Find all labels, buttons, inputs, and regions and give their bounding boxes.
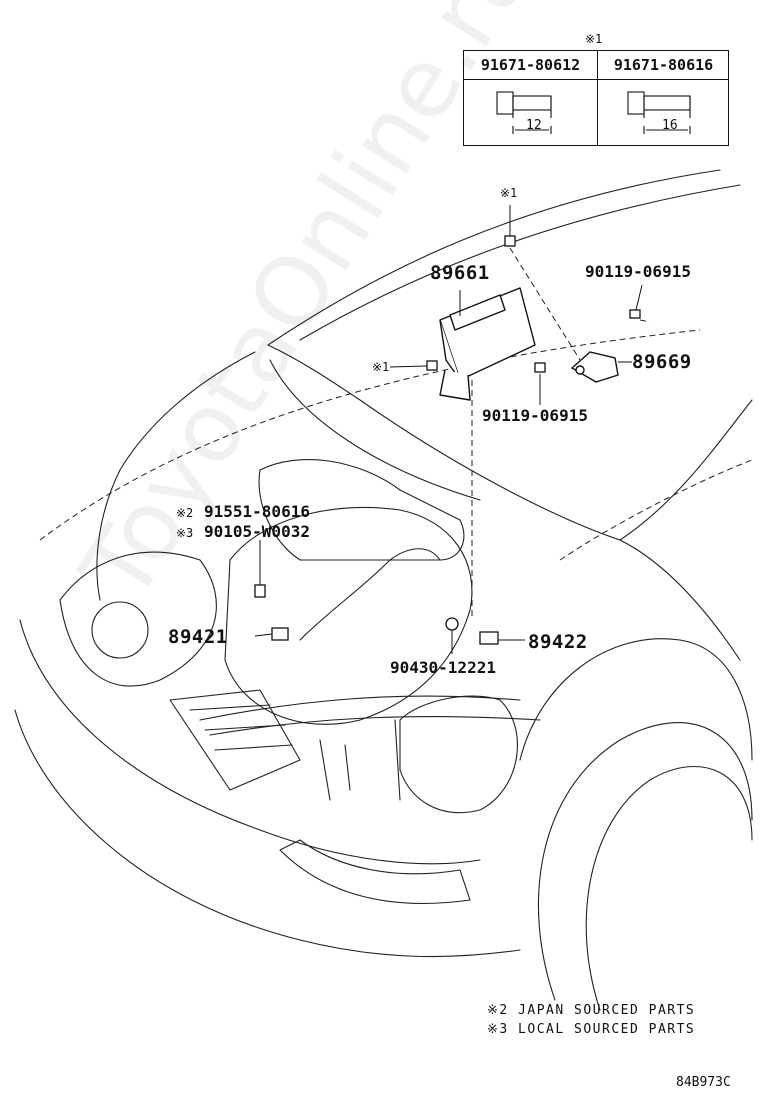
hood-crease bbox=[269, 359, 481, 501]
headlamp bbox=[59, 551, 217, 687]
bumper-upper bbox=[19, 619, 481, 865]
label-bolt-mark-top: ※1 bbox=[500, 186, 518, 200]
fog-lamp bbox=[91, 601, 149, 659]
label-90119-lower: 90119-06915 bbox=[482, 406, 588, 425]
label-90430: 90430-12221 bbox=[390, 658, 496, 677]
frame-rail bbox=[199, 695, 521, 721]
label-bolt-mark-left: ※1 bbox=[372, 360, 390, 374]
label-91551: 91551-80616 bbox=[204, 502, 310, 521]
leader-left-bolt bbox=[389, 365, 428, 368]
hood-outline bbox=[267, 344, 753, 541]
lower-intake bbox=[279, 839, 471, 904]
table-column-divider bbox=[597, 51, 598, 145]
leader-90119-a bbox=[635, 284, 643, 311]
label-89422: 89422 bbox=[528, 631, 588, 653]
windshield-line bbox=[267, 169, 721, 346]
table-part-no-1: 91671-80612 bbox=[480, 56, 581, 74]
bracket-part bbox=[570, 351, 619, 383]
fender-arch-outer bbox=[519, 638, 753, 761]
bolt-drawings bbox=[496, 91, 691, 134]
label-japan-mark: ※2 bbox=[176, 506, 194, 520]
windshield-line-2 bbox=[299, 184, 741, 341]
dash-hood-line bbox=[39, 329, 701, 541]
figure-code: 84B973C bbox=[676, 1075, 731, 1090]
fastener-table: 91671-80612 91671-80616 12 16 bbox=[463, 50, 729, 146]
transmission bbox=[399, 695, 518, 814]
label-89421: 89421 bbox=[168, 626, 228, 648]
bolts bbox=[254, 235, 641, 645]
ecu-part bbox=[439, 287, 536, 401]
table-mark: ※1 bbox=[585, 32, 603, 46]
engine-lines bbox=[319, 719, 401, 801]
wheel-outer bbox=[537, 722, 753, 1001]
label-90119-upper: 90119-06915 bbox=[585, 262, 691, 281]
intake-pipe bbox=[299, 548, 441, 641]
leader-89421 bbox=[254, 633, 273, 637]
grille-slats bbox=[189, 704, 293, 751]
wheel-inner bbox=[585, 765, 753, 1011]
table-header-divider bbox=[464, 79, 728, 80]
engine-cover bbox=[258, 459, 465, 561]
table-part-no-2: 91671-80616 bbox=[613, 56, 714, 74]
note-local: ※3 LOCAL SOURCED PARTS bbox=[487, 1022, 696, 1037]
grille bbox=[169, 689, 301, 791]
note-japan: ※2 JAPAN SOURCED PARTS bbox=[487, 1003, 696, 1018]
label-90105: 90105-W0032 bbox=[204, 522, 310, 541]
engine-block bbox=[224, 506, 473, 725]
table-length-2: 16 bbox=[662, 118, 678, 133]
bumper-lower bbox=[14, 709, 521, 958]
label-89661: 89661 bbox=[430, 262, 490, 284]
hood-edge bbox=[96, 351, 256, 601]
frame-rail-2 bbox=[209, 715, 541, 736]
dash-bolt-to-bracket bbox=[509, 247, 581, 361]
label-local-mark: ※3 bbox=[176, 526, 194, 540]
fender-line bbox=[619, 539, 741, 661]
dash-bolt2 bbox=[639, 319, 651, 323]
label-89669: 89669 bbox=[632, 351, 692, 373]
table-length-1: 12 bbox=[526, 118, 542, 133]
dash-fender bbox=[559, 459, 753, 561]
